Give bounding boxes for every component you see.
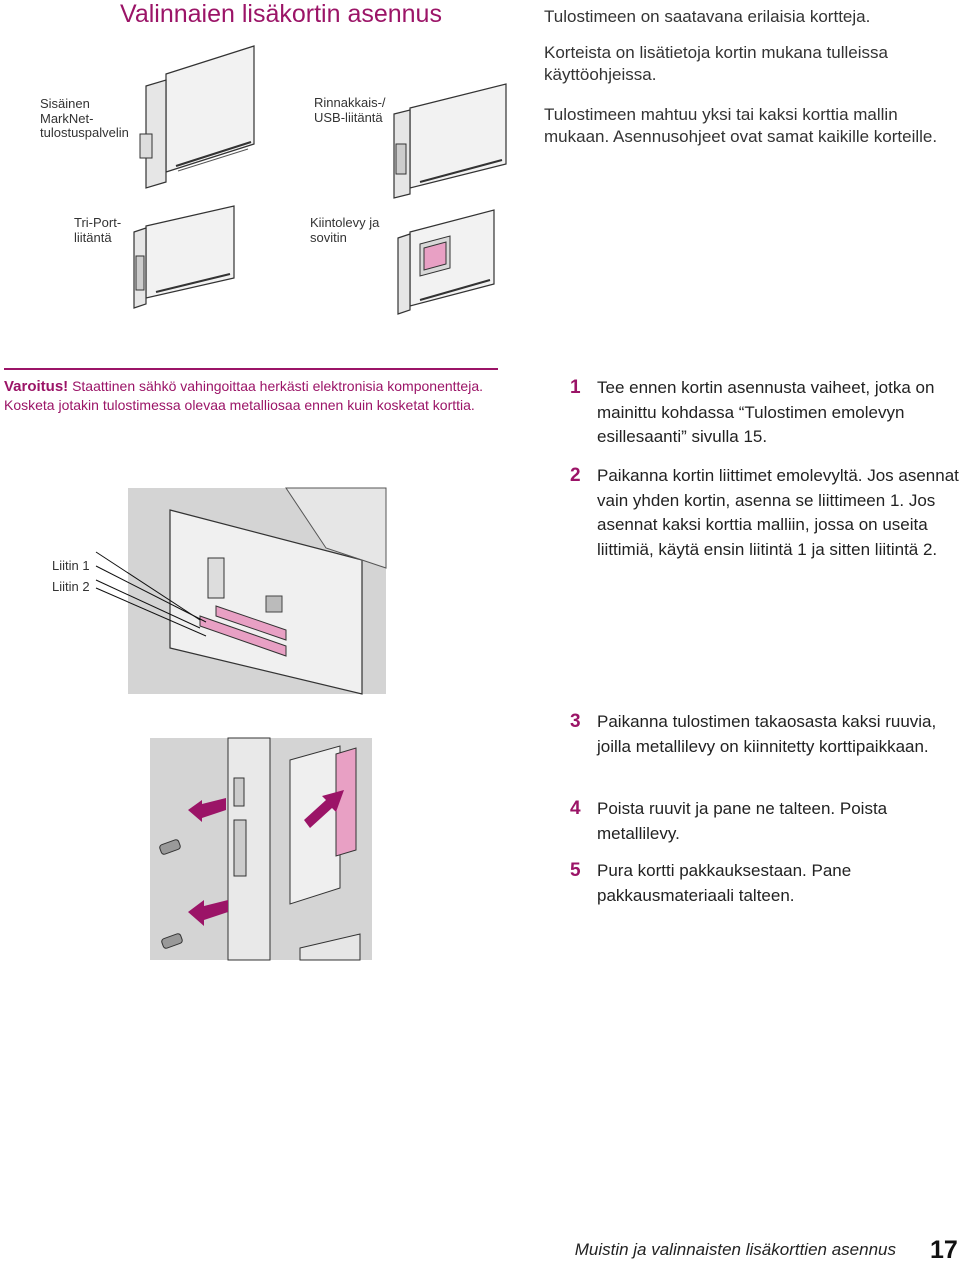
page-number: 17 <box>930 1236 958 1264</box>
step-3-number: 3 <box>570 711 581 732</box>
warning-label: Varoitus! <box>4 378 69 395</box>
label-connector-1: Liitin 1 <box>52 558 90 573</box>
hdd-card-illustration <box>397 209 495 315</box>
step-4-text: Poista ruuvit ja pane ne talteen. Poista… <box>597 799 888 843</box>
label-hdd: Kiintolevy ja sovitin <box>310 215 380 245</box>
step-5-text: Pura kortti pakkauksestaan. Pane pakkaus… <box>597 861 852 905</box>
triport-card-illustration <box>133 205 235 309</box>
label-parallel-usb: Rinnakkais-/ USB-liitäntä <box>314 95 386 125</box>
warning-rule <box>4 368 498 370</box>
step-3-text: Paikanna tulostimen takaosasta kaksi ruu… <box>597 712 937 756</box>
label-marknet: Sisäinen MarkNet-tulostuspalvelin <box>40 96 129 140</box>
warning-box: Varoitus! Staattinen sähkö vahingoittaa … <box>4 377 484 415</box>
intro-paragraph-1: Tulostimeen on saatavana erilaisia kortt… <box>544 7 871 26</box>
footer-section-title: Muistin ja valinnaisten lisäkorttien ase… <box>574 1240 896 1259</box>
step-4-number: 4 <box>570 798 581 819</box>
parallel-usb-card-illustration <box>393 83 507 199</box>
step-5-number: 5 <box>570 860 581 881</box>
page-title: Valinnaien lisäkortin asennus <box>120 0 442 28</box>
step-1-number: 1 <box>570 377 581 398</box>
intro-paragraph-2: Korteista on lisätietoja kortin mukana t… <box>544 43 888 84</box>
rear-panel-illustration <box>150 737 372 961</box>
step-2-text: Paikanna kortin liittimet emolevyltä. Jo… <box>597 466 959 559</box>
intro-paragraph-3: Tulostimeen mahtuu yksi tai kaksi kortti… <box>544 105 938 146</box>
label-connector-2: Liitin 2 <box>52 579 90 594</box>
step-2-number: 2 <box>570 465 581 486</box>
warning-text: Staattinen sähkö vahingoittaa herkästi e… <box>4 378 483 413</box>
marknet-card-illustration <box>139 45 255 189</box>
step-1-text: Tee ennen kortin asennusta vaiheet, jotk… <box>597 378 935 446</box>
motherboard-illustration <box>95 487 387 695</box>
connector-leader-lines <box>95 565 207 637</box>
label-triport: Tri-Port-liitäntä <box>74 215 122 245</box>
